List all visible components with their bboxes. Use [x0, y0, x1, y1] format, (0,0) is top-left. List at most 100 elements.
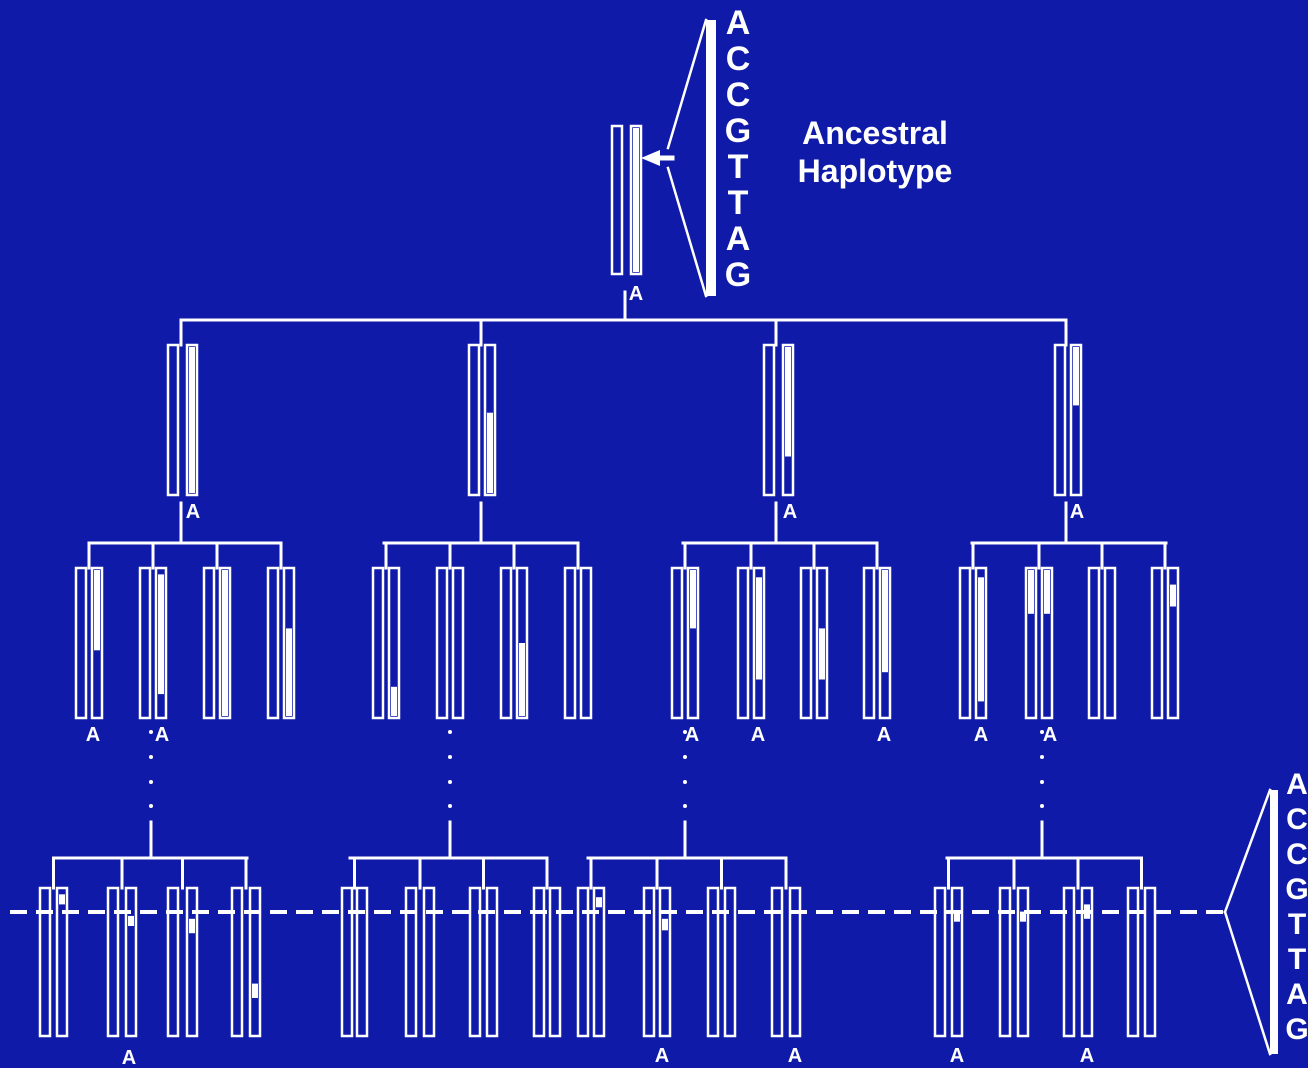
- zoom-line: [1225, 912, 1270, 1054]
- chromosome-strand: [501, 568, 511, 718]
- diagram-title-line2: Haplotype: [798, 153, 953, 189]
- chromosome-strand: [168, 345, 178, 495]
- chromosome-strand: [1055, 345, 1065, 495]
- arrow-icon: [641, 150, 660, 166]
- zoom-line: [1225, 790, 1270, 912]
- zoom-line: [668, 168, 706, 296]
- ancestral-segment: [189, 919, 195, 933]
- ancestral-segment: [519, 643, 525, 716]
- allele-marker: A: [655, 1045, 669, 1067]
- chromosome-strand: [1145, 888, 1155, 1036]
- ancestral-segment: [662, 919, 668, 931]
- chromosome-strand: [581, 568, 591, 718]
- ellipsis-dot: [1040, 780, 1044, 784]
- ellipsis-dot: [448, 755, 452, 759]
- ancestral-segment: [633, 128, 639, 272]
- allele-marker: A: [1080, 1045, 1094, 1067]
- ancestral-segment: [596, 897, 602, 907]
- allele-marker: A: [1070, 501, 1084, 523]
- chromosome-strand: [612, 126, 622, 274]
- ancestral-segment: [1073, 347, 1079, 405]
- chromosome-strand: [373, 568, 383, 718]
- ancestral-segment: [1044, 570, 1050, 614]
- chromosome-pairs: [40, 126, 1178, 1036]
- descendant-sequence: A C C G T T A G: [1285, 768, 1308, 1046]
- ancestral-segment: [391, 687, 397, 716]
- allele-marker: A: [186, 501, 200, 523]
- ancestral-segment: [286, 628, 292, 716]
- ancestral-base: T: [728, 184, 749, 222]
- ancestral-segment: [189, 347, 195, 493]
- descendant-base: G: [1285, 1013, 1308, 1046]
- ancestral-segment: [1170, 585, 1176, 607]
- chromosome-strand: [801, 568, 811, 718]
- ancestral-base: A: [726, 220, 751, 258]
- ancestral-base: G: [725, 256, 751, 294]
- allele-marker: A: [783, 501, 797, 523]
- chromosome-strand: [76, 568, 86, 718]
- allele-marker: A: [629, 283, 643, 305]
- descendant-base: C: [1286, 838, 1308, 871]
- ancestral-segment: [222, 570, 228, 716]
- allele-marker: A: [155, 724, 169, 746]
- ancestral-segment: [59, 894, 65, 904]
- ancestral-base: G: [725, 112, 751, 150]
- ellipsis-dot: [683, 780, 687, 784]
- ellipsis-dot: [1040, 755, 1044, 759]
- ellipsis-dot: [149, 730, 153, 734]
- ellipsis-dot: [683, 804, 687, 808]
- ancestral-segment: [1020, 912, 1026, 922]
- allele-marker: A: [974, 724, 988, 746]
- sequence-bar: [706, 20, 716, 296]
- chromosome-strand: [140, 568, 150, 718]
- chromosome-strand: [864, 568, 874, 718]
- ellipsis-dot: [448, 804, 452, 808]
- sequence-bar: [1270, 790, 1278, 1054]
- descendant-base: T: [1288, 943, 1306, 976]
- chromosome-strand: [960, 568, 970, 718]
- ancestral-segment: [252, 984, 258, 998]
- allele-marker: A: [950, 1045, 964, 1067]
- ancestral-base: T: [728, 148, 749, 186]
- ancestral-segment: [94, 570, 100, 650]
- ellipsis-dot: [149, 755, 153, 759]
- ancestral-segment: [882, 570, 888, 672]
- allele-marker: A: [1043, 724, 1057, 746]
- chromosome-strand: [1152, 568, 1162, 718]
- ellipsis-dot: [1040, 804, 1044, 808]
- ancestral-segment: [487, 413, 493, 493]
- allele-marker: A: [685, 724, 699, 746]
- descendant-base: A: [1286, 978, 1308, 1011]
- chromosome-strand: [453, 568, 463, 718]
- ellipsis-dot: [149, 780, 153, 784]
- chromosome-strand: [437, 568, 447, 718]
- ellipsis-dot: [683, 755, 687, 759]
- ancestral-base: A: [726, 4, 751, 42]
- ancestral-segment: [128, 916, 134, 926]
- allele-marker: A: [788, 1045, 802, 1067]
- ellipsis-dot: [448, 780, 452, 784]
- ancestral-segment: [756, 577, 762, 679]
- chromosome-strand: [469, 345, 479, 495]
- ancestral-segment: [978, 577, 984, 701]
- diagram-title-line1: Ancestral: [802, 115, 948, 151]
- ellipsis-dot: [448, 730, 452, 734]
- chromosome-strand: [738, 568, 748, 718]
- descendant-base: T: [1288, 908, 1306, 941]
- ancestral-base: C: [726, 76, 751, 114]
- ancestral-sequence: A C C G T T A G: [725, 4, 751, 294]
- descendant-base: C: [1286, 803, 1308, 836]
- chromosome-strand: [764, 345, 774, 495]
- chromosome-strand: [1089, 568, 1099, 718]
- chromosome-strand: [268, 568, 278, 718]
- ancestral-segment: [690, 570, 696, 628]
- ancestral-base: C: [726, 40, 751, 78]
- zoom-line: [668, 20, 706, 148]
- descendant-base: A: [1286, 768, 1308, 801]
- allele-marker: A: [122, 1047, 136, 1068]
- ancestral-segment: [785, 347, 791, 457]
- ancestral-segment: [1028, 570, 1034, 614]
- chromosome-strand: [565, 568, 575, 718]
- chromosome-strand: [672, 568, 682, 718]
